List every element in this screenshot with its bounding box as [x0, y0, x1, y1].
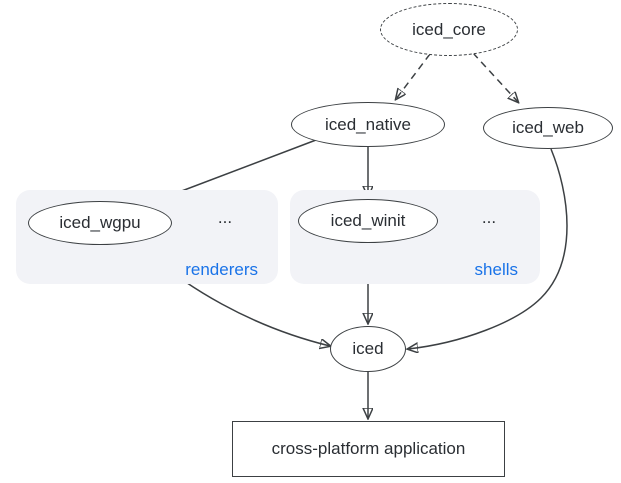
- node-iced-wgpu: iced_wgpu: [28, 201, 172, 245]
- node-iced-wgpu-label: iced_wgpu: [59, 213, 141, 232]
- edge-iced_web-iced: [408, 148, 568, 349]
- node-cross-platform-application-label: cross-platform application: [271, 439, 466, 458]
- edge-iced_core-iced_native: [396, 53, 431, 99]
- node-cross-platform-application: cross-platform application: [232, 421, 505, 477]
- group-shells-ellipsis: ...: [481, 208, 497, 227]
- edge-iced_core-iced_web: [472, 52, 518, 102]
- node-iced-web: iced_web: [483, 107, 613, 149]
- node-iced-native: iced_native: [291, 102, 445, 147]
- group-renderers-label: renderers: [185, 260, 258, 279]
- node-iced-core-label: iced_core: [412, 19, 486, 39]
- node-iced-native-label: iced_native: [324, 114, 411, 134]
- node-iced-winit-label: iced_winit: [330, 211, 406, 230]
- group-shells-label: shells: [474, 260, 518, 279]
- node-iced-label: iced: [352, 339, 384, 358]
- node-iced-web-label: iced_web: [512, 118, 584, 137]
- node-iced-winit: iced_winit: [298, 199, 438, 243]
- node-iced-core: iced_core: [380, 3, 518, 56]
- group-renderers-ellipsis: ...: [217, 208, 233, 227]
- node-iced: iced: [330, 326, 406, 372]
